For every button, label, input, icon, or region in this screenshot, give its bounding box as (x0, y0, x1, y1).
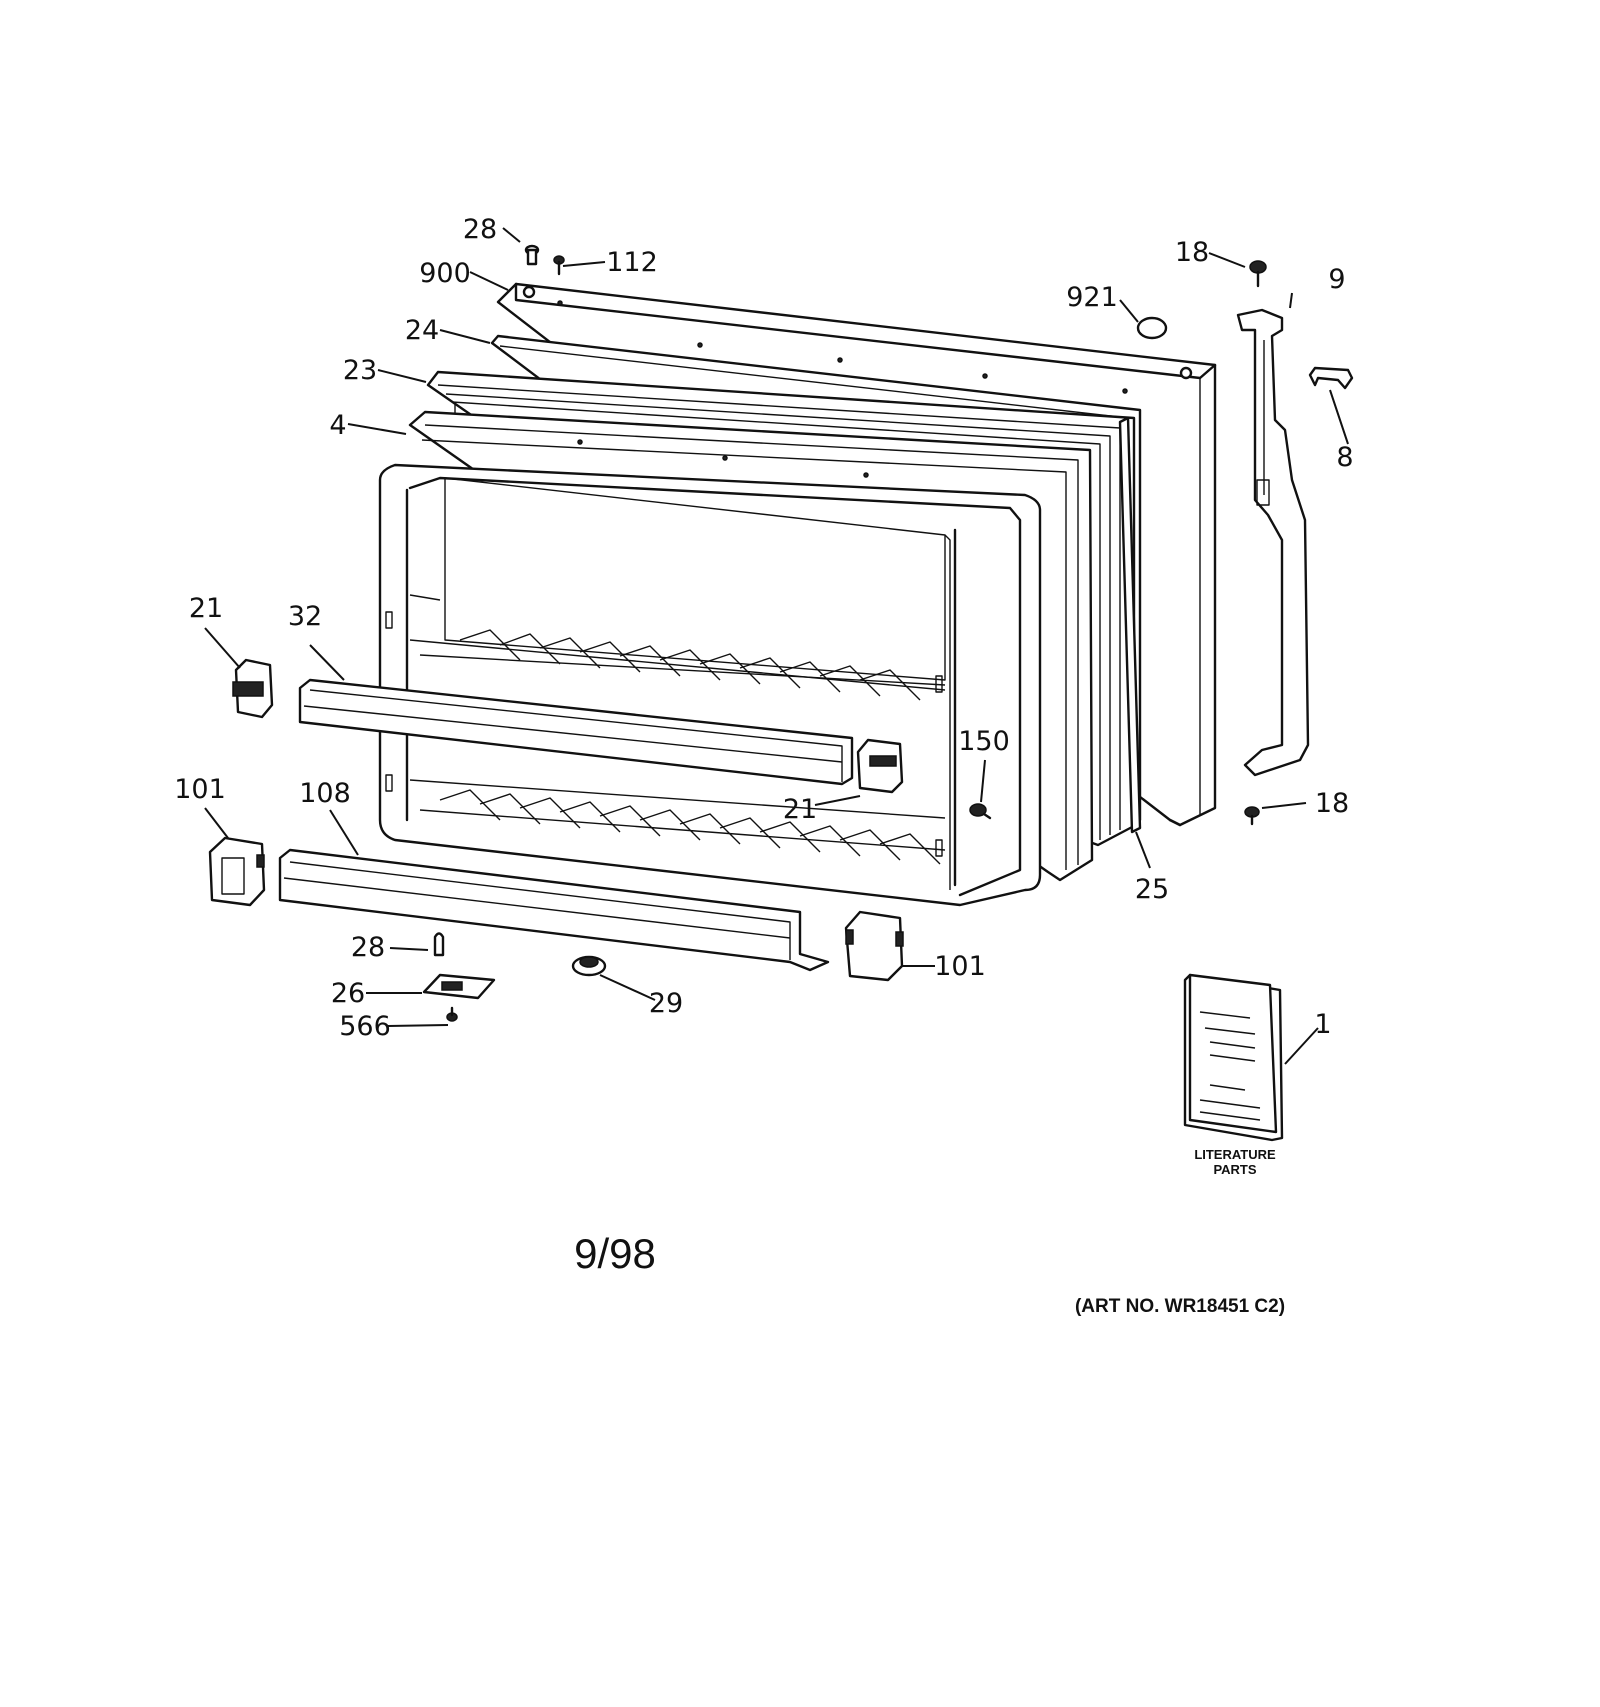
plug-button (1136, 316, 1168, 340)
screw-566 (446, 1006, 458, 1022)
callout-566: 566 (339, 1011, 391, 1042)
callout-24: 24 (405, 315, 439, 346)
callout-26: 26 (331, 978, 365, 1009)
screw-28-bottom (433, 932, 445, 957)
literature-booklet (1183, 973, 1284, 1142)
callout-9: 9 (1328, 264, 1345, 295)
callout-921: 921 (1066, 282, 1118, 313)
end-cap-right (844, 910, 904, 982)
callout-18-top: 18 (1175, 237, 1209, 268)
literature-label-line1: LITERATURE (1194, 1147, 1276, 1162)
callout-900: 900 (419, 258, 471, 289)
upper-shelf-ribs (419, 629, 946, 701)
door-bottom-rail (278, 848, 830, 972)
callout-32: 32 (288, 601, 322, 632)
screw-112 (553, 255, 565, 276)
callout-29: 29 (649, 988, 683, 1019)
screw-150 (969, 803, 992, 820)
callout-150: 150 (958, 726, 1010, 757)
callout-1: 1 (1314, 1009, 1331, 1040)
callout-101-left: 101 (174, 774, 226, 805)
callout-28-top: 28 (463, 214, 497, 245)
callout-101-right: 101 (934, 951, 986, 982)
leader-lines (204, 227, 1349, 1065)
door-handle (1236, 308, 1310, 777)
hinge-block-right (856, 738, 904, 794)
trim-strip (1118, 416, 1142, 834)
mounting-bracket (422, 973, 496, 1000)
hinge-block-left (232, 658, 274, 719)
literature-label-line2: PARTS (1213, 1162, 1256, 1177)
callout-108: 108 (299, 778, 351, 809)
callout-21-left: 21 (189, 593, 223, 624)
callout-labels: 28 112 900 24 23 4 921 18 9 8 21 32 150 … (174, 214, 1353, 1042)
screw-28-top (524, 244, 540, 266)
callout-21-right: 21 (783, 794, 817, 825)
grommet (571, 955, 607, 977)
callout-18-bottom: 18 (1315, 788, 1349, 819)
date-code: 9/98 (574, 1230, 656, 1277)
callout-8: 8 (1336, 442, 1353, 473)
callout-23: 23 (343, 355, 377, 386)
callout-25: 25 (1135, 874, 1169, 905)
screw-18-top (1249, 260, 1267, 288)
handle-cap (1308, 366, 1354, 390)
callout-4: 4 (329, 410, 346, 441)
screw-18-bottom (1244, 806, 1260, 826)
end-cap-left (208, 836, 266, 907)
inner-door-liner-tub (378, 463, 1042, 907)
art-number: (ART NO. WR18451 C2) (1075, 1296, 1285, 1317)
callout-112: 112 (606, 247, 658, 278)
lower-shelf-ribs (419, 789, 946, 865)
door-shelf-rail (298, 678, 854, 786)
callout-28-bottom: 28 (351, 932, 385, 963)
